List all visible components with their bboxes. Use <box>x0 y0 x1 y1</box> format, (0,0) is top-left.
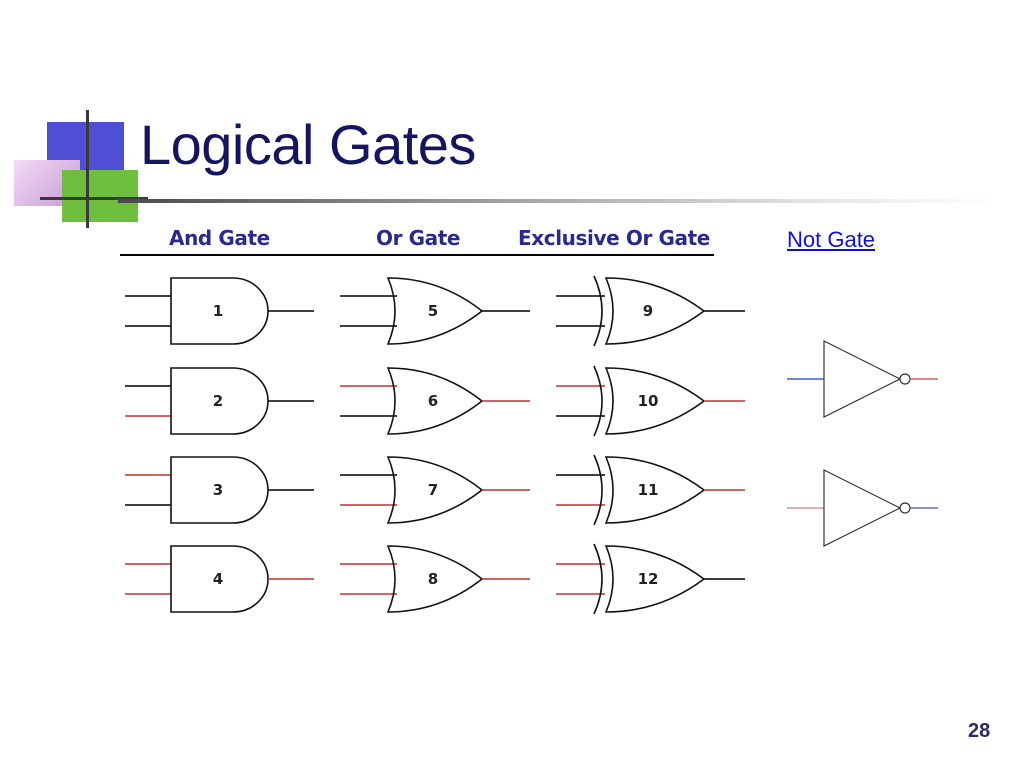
or-gate-body <box>386 545 484 613</box>
or-gate-body <box>386 456 484 524</box>
and-gate-number-label: 2 <box>213 392 223 410</box>
heading-or-gate: Or Gate <box>376 226 461 250</box>
or-gate-number-label: 7 <box>428 481 438 499</box>
not-gate-link[interactable]: Not Gate <box>787 227 876 252</box>
xor-gate-body <box>604 456 706 524</box>
decor-square-green <box>62 170 138 222</box>
or-gate-number-label: 6 <box>428 392 438 410</box>
not-gate-bubble <box>899 502 911 514</box>
decor-vertical-line <box>86 110 89 228</box>
or-gate-body <box>386 277 484 345</box>
xor-gate-extra-curve <box>593 275 603 347</box>
xor-gate-number-label: 12 <box>638 570 659 588</box>
and-gate-body <box>170 277 269 345</box>
xor-gate-body <box>604 545 706 613</box>
slide-number: 28 <box>968 720 991 742</box>
xor-gate-body <box>604 367 706 435</box>
xor-gate-extra-curve <box>593 454 603 526</box>
not-gate-triangle <box>823 469 902 547</box>
or-gate-number-label: 8 <box>428 570 438 588</box>
slide-title: Logical Gates <box>140 113 476 176</box>
title-underline <box>118 199 998 203</box>
decor-horizontal-line <box>40 197 148 200</box>
or-gate-body <box>386 367 484 435</box>
and-gate-number-label: 3 <box>213 481 223 499</box>
and-gate-body <box>170 456 269 524</box>
not-gate-bubble <box>899 373 911 385</box>
xor-gate-number-label: 10 <box>638 392 659 410</box>
xor-gate-number-label: 9 <box>643 302 653 320</box>
and-gate-number-label: 1 <box>213 302 223 320</box>
xor-gate-extra-curve <box>593 365 603 437</box>
not-gate-triangle <box>823 340 902 418</box>
and-gate-body <box>170 545 269 613</box>
heading-xor-gate: Exclusive Or Gate <box>518 226 710 250</box>
xor-gate-number-label: 11 <box>638 481 659 499</box>
or-gate-number-label: 5 <box>428 302 438 320</box>
and-gate-body <box>170 367 269 435</box>
heading-and-gate: And Gate <box>169 226 270 250</box>
and-gate-number-label: 4 <box>213 570 223 588</box>
xor-gate-extra-curve <box>593 543 603 615</box>
xor-gate-body <box>604 277 706 345</box>
heading-underline <box>120 254 714 256</box>
